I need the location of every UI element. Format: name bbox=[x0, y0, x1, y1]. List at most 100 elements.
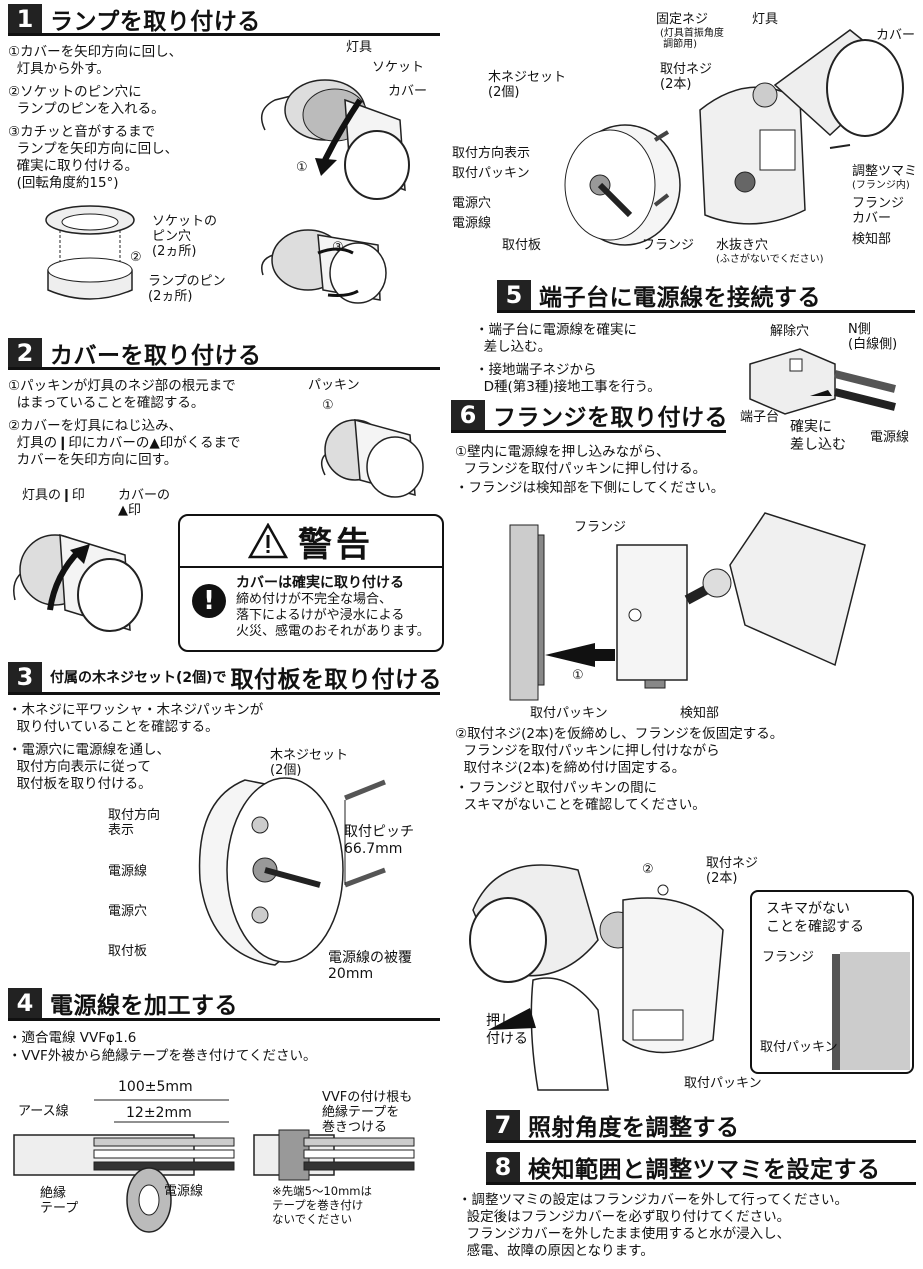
label-circle: ② bbox=[642, 862, 654, 877]
label-circle: ① bbox=[572, 668, 584, 683]
label-packing: パッキン bbox=[308, 378, 360, 393]
section-7-header: 7 照射角度を調整する bbox=[486, 1108, 740, 1142]
section-title: 検知範囲と調整ツマミを設定する bbox=[528, 1157, 881, 1183]
bullet-text: ・接地端子ネジから D種(第3種)接地工事を行う。 bbox=[475, 362, 661, 395]
step-text: ③カチッと音がするまで ランプを矢印方向に回し、 確実に取り付ける。 (回転角度… bbox=[8, 124, 179, 191]
warning-box: 警告 ! カバーは確実に取り付ける 締め付けが不完全な場合、 落下によるけがや浸… bbox=[178, 514, 444, 652]
label-lamp-pin: ランプのピン (2ヵ所) bbox=[148, 274, 226, 304]
label-hole: 電源穴 bbox=[452, 196, 492, 211]
label-drain-note: (ふさがないでください) bbox=[716, 254, 824, 265]
section-6-header: 6 フランジを取り付ける bbox=[451, 398, 728, 432]
label-fixture-mark: 灯具の❙印 bbox=[22, 488, 85, 503]
label-flange-cover: フランジ カバー bbox=[852, 196, 905, 226]
label-insert: 確実に 差し込む bbox=[790, 419, 846, 453]
cover-screw-illustration bbox=[13, 533, 143, 632]
section-rule bbox=[8, 33, 440, 36]
step-text: ①カバーを矢印方向に回し、 灯具から外す。 bbox=[8, 44, 183, 77]
label-circle: ③ bbox=[332, 240, 344, 255]
bullet-text: ・電源穴に電源線を通し、 取付方向表示に従って 取付板を取り付ける。 bbox=[8, 742, 170, 792]
label-detector: 検知部 bbox=[852, 232, 892, 247]
warning-triangle-icon bbox=[248, 523, 288, 559]
label-flange: フランジ bbox=[574, 520, 627, 535]
step-text: ②ソケットのピン穴に ランプのピンを入れる。 bbox=[8, 84, 165, 117]
label-tape: 絶縁 テープ bbox=[40, 1186, 79, 1216]
label-terminal: 端子台 bbox=[740, 410, 780, 425]
lamp-cover-illustration bbox=[260, 79, 410, 200]
section-number: 8 bbox=[486, 1152, 520, 1182]
label-circle: ② bbox=[76, 548, 88, 563]
section-title: フランジを取り付ける bbox=[493, 405, 728, 431]
label-cover-mark: カバーの ▲印 bbox=[118, 488, 171, 518]
flange-fix-illustration bbox=[469, 864, 724, 1091]
cover-packing-illustration bbox=[320, 418, 424, 498]
label-fix-screw: 固定ネジ bbox=[656, 12, 709, 27]
packing-strip bbox=[832, 954, 840, 1070]
warning-divider bbox=[180, 566, 442, 568]
label-earth: アース線 bbox=[18, 1104, 69, 1119]
section-title: ランプを取り付ける bbox=[50, 9, 261, 35]
label-knob-note: (フランジ内) bbox=[852, 180, 910, 191]
label-dim-12: 12±2mm bbox=[126, 1105, 192, 1121]
warning-subtitle: カバーは確実に取り付ける bbox=[236, 575, 404, 591]
label-screw-set: 木ネジセット (2個) bbox=[270, 748, 349, 778]
section-1-header: 1 ランプを取り付ける bbox=[8, 2, 261, 36]
step-text: ・フランジは検知部を下側にしてください。 bbox=[455, 480, 725, 496]
label-dim-100: 100±5mm bbox=[118, 1079, 193, 1095]
bullet-text: ・端子台に電源線を確実に 差し込む。 bbox=[475, 322, 637, 355]
mount-plate-illustration bbox=[198, 777, 386, 966]
section-8-header: 8 検知範囲と調整ツマミを設定する bbox=[486, 1150, 881, 1184]
label-hole: 電源穴 bbox=[108, 904, 148, 919]
section-number: 7 bbox=[486, 1110, 520, 1140]
socket-pin-illustration bbox=[45, 205, 135, 300]
section-5-header: 5 端子台に電源線を接続する bbox=[497, 278, 821, 312]
flange-mount-illustration bbox=[509, 512, 866, 701]
section-title-prefix: 付属の木ネジセット(2個)で bbox=[50, 670, 227, 686]
section-rule bbox=[497, 310, 915, 313]
label-direction: 取付方向表示 bbox=[452, 146, 531, 161]
label-plate: 取付板 bbox=[502, 238, 542, 253]
section-rule bbox=[8, 692, 440, 695]
step-text: ②取付ネジ(2本)を仮締めし、フランジを仮固定する。 フランジを取付パッキンに押… bbox=[455, 726, 784, 776]
label-wire: 電源線 bbox=[870, 430, 910, 445]
label-circle: ① bbox=[296, 160, 308, 175]
label-plate: 取付板 bbox=[108, 944, 148, 959]
label-wire: 電源線 bbox=[164, 1184, 204, 1199]
bullet-text: ・VVF外被から絶縁テープを巻き付けてください。 bbox=[8, 1048, 317, 1064]
section-title: 照射角度を調整する bbox=[528, 1115, 740, 1141]
section-number: 2 bbox=[8, 338, 42, 368]
label-detector: 検知部 bbox=[680, 706, 720, 721]
warning-body: 締め付けが不完全な場合、 落下によるけがや浸水による 火災、感電のおそれがありま… bbox=[236, 592, 430, 639]
label-gap: スキマがない ことを確認する bbox=[766, 901, 864, 935]
label-screw-set: 木ネジセット (2個) bbox=[488, 70, 567, 100]
section-rule bbox=[451, 430, 726, 433]
label-fixture: 灯具 bbox=[752, 12, 779, 27]
section-number: 6 bbox=[451, 400, 485, 430]
label-packing2: 取付パッキン bbox=[760, 1040, 838, 1055]
section-number: 4 bbox=[8, 988, 42, 1018]
label-packing: 取付パッキン bbox=[452, 166, 530, 181]
label-packing3: 取付パッキン bbox=[684, 1076, 762, 1091]
section-title: 電源線を加工する bbox=[50, 993, 238, 1019]
label-socket: ソケット bbox=[372, 60, 425, 75]
section-8-body: ・調整ツマミの設定はフランジカバーを外して行ってください。 設定後はフランジカバ… bbox=[458, 1192, 849, 1259]
label-knob: 調整ツマミ bbox=[852, 164, 918, 179]
section-title: カバーを取り付ける bbox=[50, 343, 262, 369]
section-2-header: 2 カバーを取り付ける bbox=[8, 336, 262, 370]
wall-block bbox=[840, 952, 910, 1070]
label-pitch: 取付ピッチ 66.7mm bbox=[344, 824, 414, 857]
label-mount-screw: 取付ネジ (2本) bbox=[706, 856, 759, 886]
label-circle: ② bbox=[130, 250, 142, 265]
section-title: 端子台に電源線を接続する bbox=[539, 285, 821, 311]
bullet-text: ・木ネジに平ワッシャ・木ネジパッキンが 取り付いていることを確認する。 bbox=[8, 702, 264, 735]
label-release: 解除穴 bbox=[770, 324, 810, 339]
section-rule bbox=[8, 367, 440, 370]
exploded-view-illustration bbox=[564, 29, 904, 246]
wire-processing-illustration bbox=[13, 1099, 415, 1233]
label-flange: フランジ bbox=[642, 238, 695, 253]
step-text: ①パッキンが灯具のネジ部の根元まで はまっていることを確認する。 bbox=[8, 378, 236, 411]
gap-inset-box: スキマがない ことを確認する フランジ 取付パッキン bbox=[750, 890, 914, 1074]
label-socket-pin-hole: ソケットの ピン穴 (2ヵ所) bbox=[152, 214, 218, 259]
label-n-side: N側 (白線側) bbox=[848, 322, 898, 352]
label-direction: 取付方向 表示 bbox=[108, 808, 161, 838]
section-number: 5 bbox=[497, 280, 531, 310]
